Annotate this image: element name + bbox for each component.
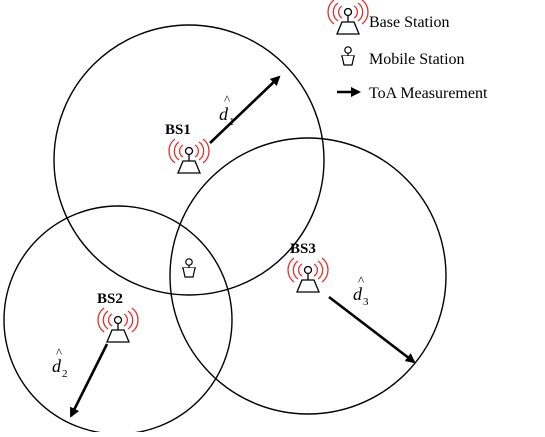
bs1-antenna-tower-icon (168, 138, 210, 174)
svg-text:d: d (219, 104, 229, 124)
toa-arrow-d2 (69, 343, 109, 418)
bs3-antenna-tower-icon (287, 257, 329, 293)
bs1-label: BS1 (165, 122, 191, 138)
bs3-range-circle (169, 137, 447, 415)
mobile-station-icon (181, 258, 197, 278)
svg-text:^: ^ (358, 273, 364, 288)
legend-mobile-station-icon (340, 46, 356, 66)
bs1-range-circle (53, 24, 325, 296)
legend-mobile-station-label: Mobile Station (369, 51, 465, 68)
legend-toa-label: ToA Measurement (369, 85, 488, 102)
distance-label-d2: ^ d 2 (52, 345, 68, 380)
toa-arrow-d3 (328, 295, 416, 364)
svg-text:1: 1 (229, 116, 235, 128)
svg-text:^: ^ (56, 345, 62, 360)
svg-text:d: d (353, 284, 363, 304)
toa-arrow-d1 (209, 75, 281, 144)
distance-label-d3: ^ d 3 (353, 273, 369, 308)
svg-text:2: 2 (62, 368, 68, 380)
legend-base-station-label: Base Station (369, 14, 449, 31)
svg-text:3: 3 (363, 296, 369, 308)
legend-base-station-icon (327, 0, 369, 35)
legend: Base Station Mobile Station ToA Measurem… (327, 0, 488, 102)
distance-label-d1: ^ d 1 (219, 92, 235, 128)
svg-text:d: d (52, 356, 62, 376)
bs2-label: BS2 (97, 291, 123, 307)
svg-text:^: ^ (224, 92, 230, 107)
bs2-antenna-tower-icon (97, 307, 139, 343)
bs3-label: BS3 (290, 241, 316, 257)
